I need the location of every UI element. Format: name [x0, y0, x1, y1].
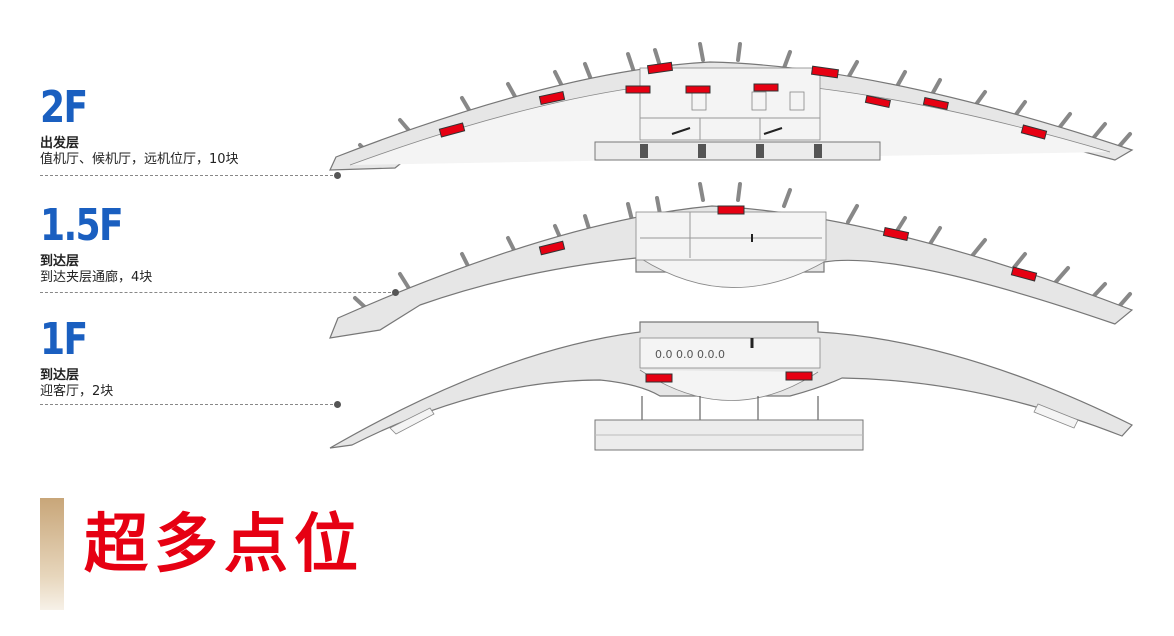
floor-label-1f: 1F 到达层 迎客厅，2块 [40, 318, 113, 400]
ad-spots-2f [438, 61, 1048, 140]
floor-description: 迎客厅，2块 [40, 384, 114, 399]
svg-text:0.0 0.0 0.0.0: 0.0 0.0 0.0.0 [655, 348, 725, 361]
floor-number: 1.5F [40, 200, 124, 251]
floor-description: 值机厅、候机厅，远机位厅，10块 [40, 152, 239, 167]
floor-number: 1F [40, 314, 88, 365]
leader-line-1f [40, 404, 338, 405]
floor-name: 到达层 [40, 368, 80, 383]
leader-line-1-5f [40, 292, 396, 293]
leader-dot-1-5f [392, 289, 399, 296]
plan-1f: 0.0 0.0 0.0.0 [329, 321, 1133, 451]
floor-label-2f: 2F 出发层 值机厅、候机厅，远机位厅，10块 [40, 86, 239, 168]
leader-dot-2f [334, 172, 341, 179]
floor-label-1-5f: 1.5F 到达层 到达夹层通廊，4块 [40, 204, 152, 286]
leader-line-2f [40, 175, 338, 176]
headline: 超多点位 [84, 508, 364, 582]
floor-name: 到达层 [40, 254, 80, 269]
ad-spots-1f [645, 371, 813, 383]
leader-dot-1f [334, 401, 341, 408]
ad-spots-1-5f [538, 205, 1038, 282]
plan-1-5f [329, 182, 1134, 339]
floor-number: 2F [40, 82, 88, 133]
plan-2f [329, 42, 1134, 171]
floor-name: 出发层 [40, 136, 80, 151]
accent-bar [40, 498, 64, 610]
floor-description: 到达夹层通廊，4块 [40, 270, 153, 285]
